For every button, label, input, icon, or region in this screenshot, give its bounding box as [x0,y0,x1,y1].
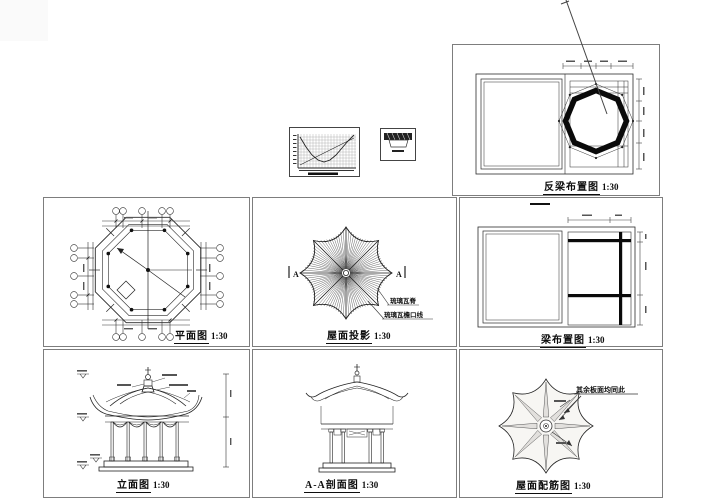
octagon-ring-beam [562,87,630,155]
title-scale: 1:30 [602,182,619,192]
section-mark-right: A [396,270,402,279]
title-scale: 1:30 [153,480,170,490]
roof-curve-detail-drawing [293,134,356,175]
dimension-lines [562,63,642,170]
inverted-beam-drawing [475,60,645,175]
eave-tick-marks [89,211,207,329]
roof-eave-star-outline [299,226,393,320]
plan-columns [106,228,190,312]
elevation-drawing [77,367,232,472]
title-scale: 1:30 [574,481,591,491]
title-text: 梁布置图 [540,335,586,348]
title-text: 立面图 [116,480,151,493]
eave-detail-svg [384,132,412,152]
elevation-marks [77,373,232,470]
title-text: 屋面投影 [326,331,372,344]
pavilion-elevation [89,367,203,472]
beam-layout-drawing [477,203,647,328]
grid-bubbles-and-dims [70,207,224,341]
plan-center-lines [116,222,192,320]
roof-rafter-fan [300,227,392,319]
scanned-corner-artifact [0,0,48,41]
beams [568,232,631,325]
title-scale: 1:30 [211,331,228,341]
title-scale: 1:30 [361,480,379,490]
roof-apex-circle [343,270,350,277]
roof-edge-octagon [94,216,202,324]
plan-drawing [70,207,224,341]
eave-line-label: 琉璃瓦檐口线 [384,310,424,319]
dimension-slashes [86,219,172,322]
title-text: 反梁布置图 [543,182,600,195]
column-dots [557,82,635,160]
title-text: 平面图 [174,331,209,344]
ridge-label: 琉璃瓦脊 [390,296,417,305]
eave-detail-drawing [380,128,416,161]
ring-beam-octagon [101,223,194,316]
pavilion-section [305,364,409,473]
section-aa-drawing [305,364,409,473]
roof-projection-drawing: A A 琉璃瓦脊 琉璃瓦檐口线 [288,226,433,320]
micro-dimension-text [582,214,647,313]
title-text: A-A剖面图 [304,480,360,493]
dimension-lines [567,217,643,326]
roof-rebar-drawing: 其余板面均同此 [498,378,638,474]
roof-curve-detail-chart [289,127,360,177]
fold-mark [530,203,550,205]
section-marks: A A [288,266,406,279]
title-scale: 1:30 [374,331,391,341]
label-leaders [367,287,433,320]
section-mark-left: A [293,270,299,279]
micro-dimension-text [83,217,211,330]
micro-labels [554,400,566,444]
micro-labels [77,370,196,463]
leader-lines [131,377,191,399]
leaders-and-arrows [551,393,638,447]
title-text: 屋面配筋图 [515,481,572,494]
note-label: 其余板面均同此 [576,385,625,394]
title-scale: 1:30 [588,335,605,345]
